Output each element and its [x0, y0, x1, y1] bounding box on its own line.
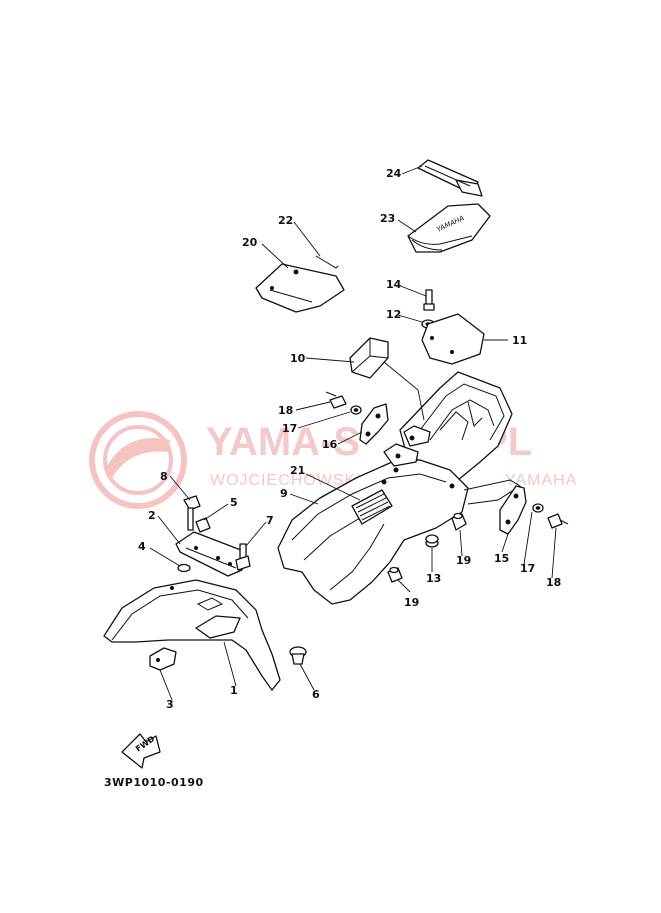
callout-20: 20	[242, 236, 258, 249]
part-5-nut	[195, 517, 211, 533]
callout-3: 3	[166, 698, 174, 711]
callouts: 24 23 22 20 14 12 11 10 18 17 16 21 9 8 …	[138, 167, 561, 711]
part-9-rear-fender	[277, 371, 521, 605]
part-4-washer	[177, 563, 191, 573]
part-1-front-fender	[103, 579, 281, 691]
watermark-owner: WOJCIECHOWSKI	[210, 472, 362, 489]
part-17-washer-right	[532, 503, 544, 513]
callout-17-right: 17	[520, 562, 535, 575]
part-24-bracket	[417, 159, 483, 197]
callout-24: 24	[386, 167, 402, 180]
callout-23: 23	[380, 212, 395, 225]
part-19-nut-center	[451, 512, 467, 531]
callout-18-left: 18	[278, 404, 293, 417]
callout-11: 11	[512, 334, 527, 347]
callout-15: 15	[494, 552, 509, 565]
part-11-plate	[421, 313, 485, 365]
callout-14: 14	[386, 278, 402, 291]
callout-13: 13	[426, 572, 441, 585]
watermark-logo	[89, 411, 187, 509]
watermark-tag: YAMAHA	[505, 472, 577, 489]
part-23-cover: YAMAHA	[407, 203, 491, 253]
callout-18-right: 18	[546, 576, 561, 589]
part-14-screw	[423, 289, 435, 311]
part-8-bolt	[183, 495, 201, 531]
callout-19-lower: 19	[404, 596, 419, 609]
callout-21: 21	[290, 464, 305, 477]
part-19-nut-lower	[387, 566, 403, 583]
diagram-code: 3WP1010-0190	[104, 776, 204, 789]
part-13-grommet	[425, 534, 439, 548]
part-18-bolt-right	[547, 513, 569, 529]
callout-17-left: 17	[282, 422, 297, 435]
callout-4: 4	[138, 540, 146, 553]
part-6-grommet	[289, 646, 307, 665]
part-10-block	[349, 337, 389, 379]
callout-9: 9	[280, 487, 288, 500]
callout-5: 5	[230, 496, 238, 509]
part-20-seat-cover	[255, 263, 345, 313]
callout-2: 2	[148, 509, 156, 522]
callout-19-center: 19	[456, 554, 471, 567]
part-15-bracket	[499, 485, 527, 535]
part-18-bolt-left	[325, 391, 347, 409]
part-16-bracket	[359, 403, 389, 445]
callout-12: 12	[386, 308, 401, 321]
callout-22: 22	[278, 214, 293, 227]
callout-7: 7	[266, 514, 274, 527]
watermark-brand: YAMA-S	[206, 420, 360, 464]
leader-lines	[149, 165, 557, 701]
callout-1: 1	[230, 684, 238, 697]
watermark: YAMA-S .PL WOJCIECHOWSKI YAMAHA	[89, 411, 577, 509]
part-17-washer-left	[350, 405, 362, 415]
callout-6: 6	[312, 688, 320, 701]
callout-16: 16	[322, 438, 338, 451]
part-7-bolt	[235, 543, 251, 571]
callout-8: 8	[160, 470, 168, 483]
callout-10: 10	[290, 352, 306, 365]
fwd-arrow-icon: FWD	[121, 733, 161, 769]
part-2-bracket-plate	[175, 531, 247, 577]
part-21-label	[351, 489, 393, 525]
part-22-strip	[315, 255, 339, 269]
part-3-clamp	[149, 647, 177, 671]
